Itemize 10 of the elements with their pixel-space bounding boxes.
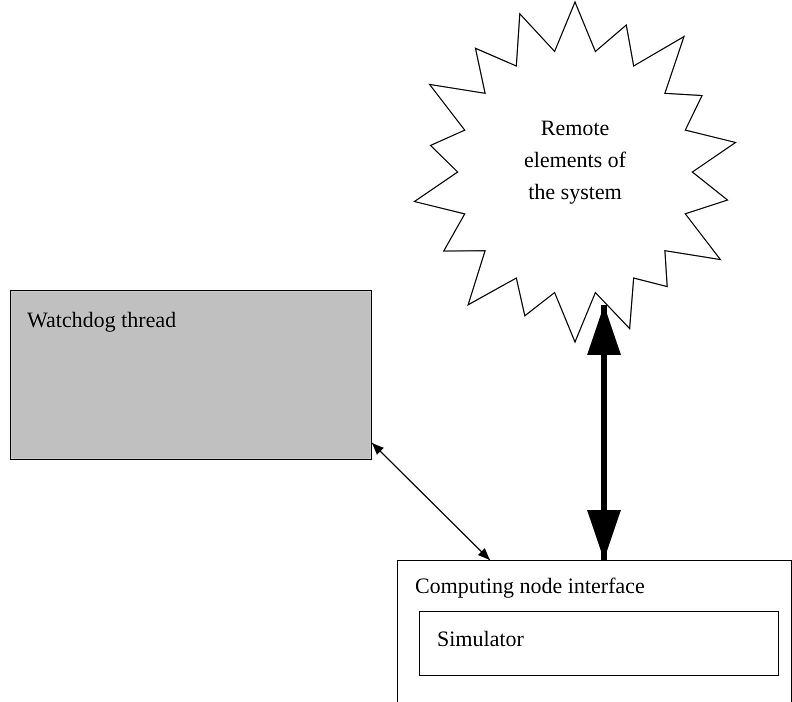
component-box xyxy=(419,611,779,676)
double-arrow xyxy=(372,442,490,560)
node-label: Computing node interface xyxy=(415,573,646,599)
double-arrow xyxy=(587,304,622,560)
node-label: Remote elements of the system xyxy=(522,114,628,206)
starburst-shape xyxy=(413,0,737,344)
thread-box xyxy=(10,290,372,460)
node-label: Simulator xyxy=(437,626,525,652)
node-label: Watchdog thread xyxy=(27,307,178,333)
component-box xyxy=(397,560,792,702)
